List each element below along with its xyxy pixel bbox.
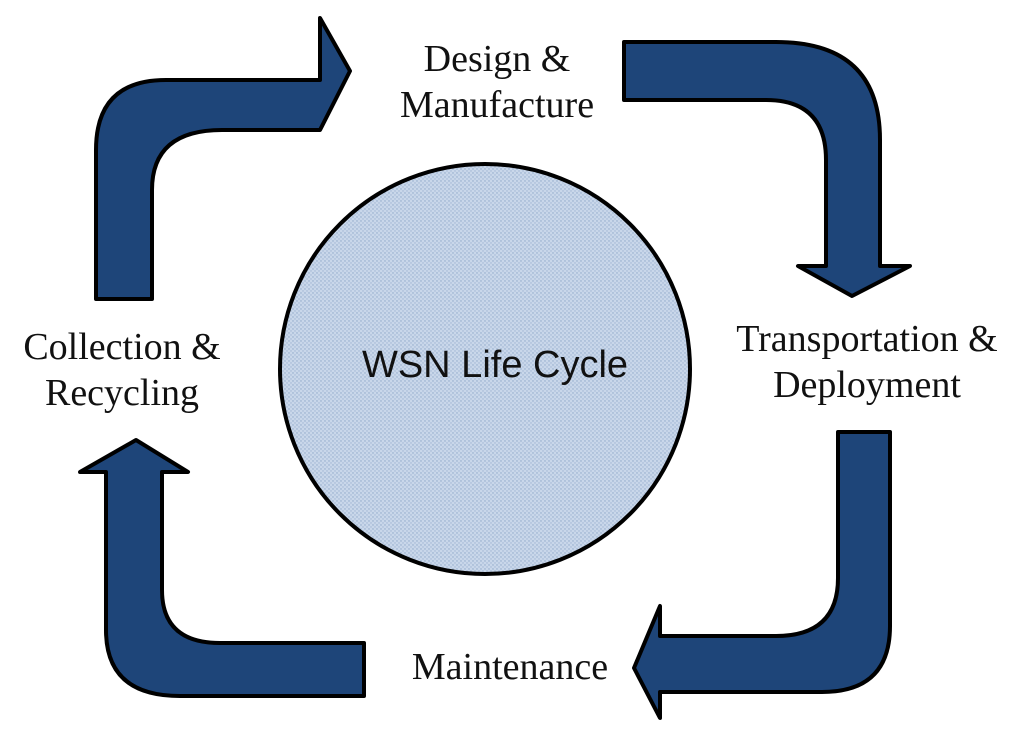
center-label: WSN Life Cycle: [361, 344, 629, 386]
stage-label-line: Transportation &: [736, 318, 998, 360]
stage-label-line: Collection &: [23, 326, 221, 368]
stage-label-line: Design &: [423, 38, 571, 80]
stage-design-manufacture: Design & Manufacture: [372, 36, 622, 128]
arrow-design-to-transport: [622, 40, 912, 298]
stage-label-line: Deployment: [773, 364, 961, 406]
arrow-transport-to-maintenance: [632, 430, 892, 720]
stage-label-line: Manufacture: [399, 84, 595, 126]
stage-transportation-deployment: Transportation & Deployment: [714, 316, 1020, 408]
stage-maintenance: Maintenance: [390, 644, 630, 690]
center-circle: [278, 162, 692, 576]
arrow-maintenance-to-collection: [78, 438, 366, 698]
stage-collection-recycling: Collection & Recycling: [8, 324, 236, 416]
stage-label-line: Maintenance: [411, 646, 609, 688]
arrow-collection-to-design: [94, 16, 352, 301]
stage-label-line: Recycling: [44, 372, 200, 414]
